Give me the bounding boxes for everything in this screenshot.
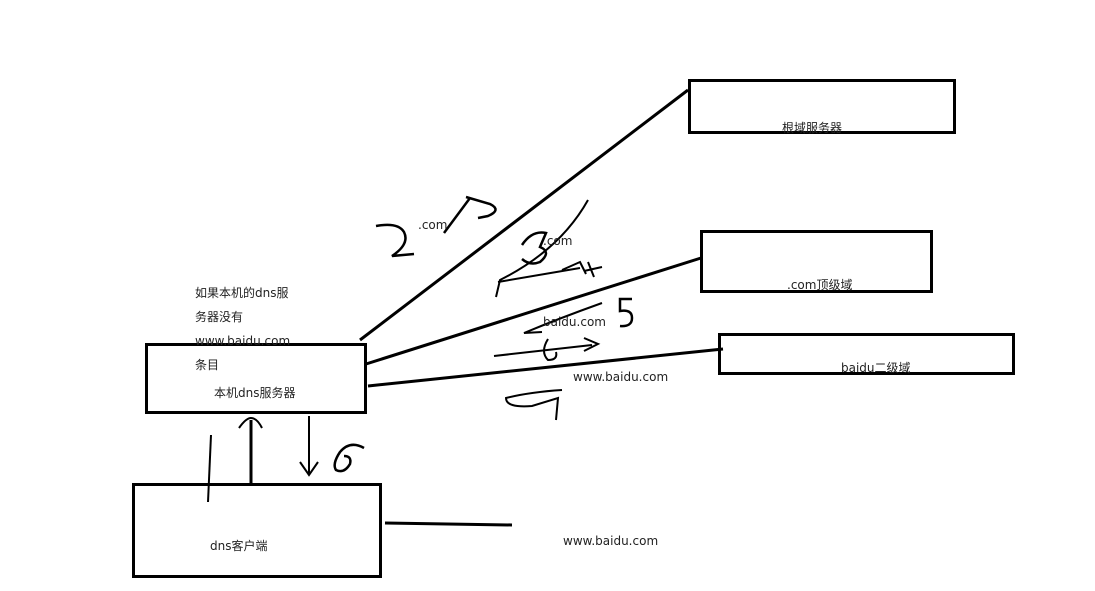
step-3-glyph [442, 195, 497, 234]
label-www-mid: www.baidu.com [573, 370, 669, 384]
note-line: 条目 [195, 358, 220, 372]
label-baidu-com: baidu.com [543, 315, 606, 329]
step-6-glyph [493, 337, 601, 362]
note-missing-entry: 如果本机的dns服 务器没有 www.baidu.com 条目 [195, 281, 290, 377]
connector-local-baidu [367, 347, 724, 388]
dns-client-label: dns客户端 [210, 539, 268, 553]
local-dns-box: 本机dns服务器 [145, 343, 367, 414]
dns-client-box: dns客户端 [132, 483, 382, 578]
baidu-sld-label: baidu二级域 [841, 361, 911, 375]
step-5-glyph [618, 297, 634, 328]
note-line: 务器没有 [195, 310, 244, 324]
root-server-box: 根域服务器 [688, 79, 956, 135]
arrow-return-5 [523, 302, 603, 334]
connector-local-root [359, 88, 689, 342]
step-4-glyph [561, 260, 603, 278]
note-line: 如果本机的dns服 [195, 286, 289, 300]
label-www-bottom: www.baidu.com [563, 534, 659, 548]
step-7-glyph [504, 389, 563, 421]
label-com-b: .com [543, 234, 573, 248]
step-8-glyph [333, 443, 365, 473]
stroke-client-left [207, 434, 212, 503]
com-tld-label: .com顶级域 [787, 278, 853, 292]
arrow-local-to-client-head [299, 461, 319, 477]
root-server-label: 根域服务器 [782, 121, 843, 135]
arrow-return-4 [495, 199, 589, 298]
connector-client-right [384, 521, 513, 527]
label-com-a: .com [418, 218, 448, 232]
note-line: www.baidu.com [195, 334, 291, 348]
local-dns-label: 本机dns服务器 [214, 386, 296, 400]
step-2-glyph [375, 223, 415, 258]
com-tld-box: .com顶级域 [700, 230, 933, 293]
arrow-client-to-local-head [238, 416, 263, 429]
baidu-sld-box: baidu二级域 [718, 333, 1015, 375]
step-3b-glyph [520, 231, 548, 265]
connector-local-com [365, 256, 702, 366]
